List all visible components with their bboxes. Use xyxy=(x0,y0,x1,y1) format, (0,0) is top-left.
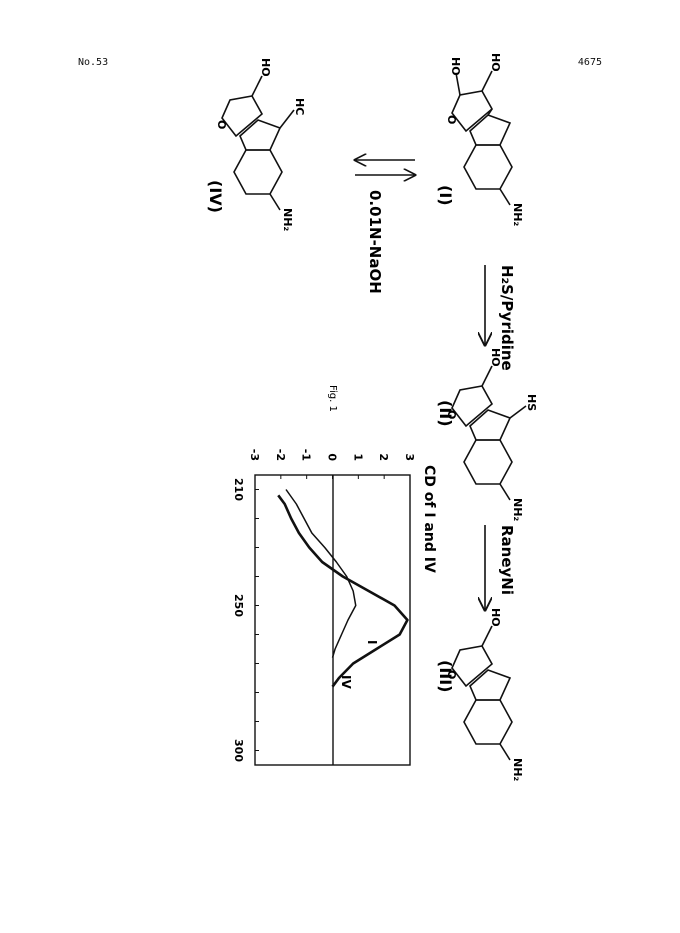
series-label-I: I xyxy=(365,640,379,644)
y-tick-label: 0 xyxy=(326,453,339,461)
svg-text:HS: HS xyxy=(525,394,538,411)
page-number: 4675 xyxy=(577,57,602,68)
chart-title: CD of I and IV xyxy=(421,465,437,573)
y-tick-label: -1 xyxy=(300,449,313,461)
y-tick-label: 1 xyxy=(351,453,364,461)
x-tick-label: 250 xyxy=(232,594,245,617)
svg-text:HO: HO xyxy=(489,608,502,627)
compound-label-III: (III) xyxy=(436,660,455,692)
compound-III-structure: NH₂ HO O xyxy=(445,608,524,781)
svg-text:NH₂: NH₂ xyxy=(281,208,294,231)
series-label-IV: IV xyxy=(339,675,353,689)
reagent-h2s-pyridine: H₂S/Pyridine xyxy=(498,265,516,371)
compound-label-IV: (IV) xyxy=(206,180,225,213)
reagent-naoh: 0.01N-NaOH xyxy=(366,190,384,294)
figure-caption: Fig. 1 xyxy=(327,385,338,412)
compound-II-structure: NH₂ HS HO O xyxy=(445,348,538,521)
series-line-I xyxy=(285,489,357,658)
x-tick-label: 300 xyxy=(232,739,245,762)
nh2-atom: NH₂ xyxy=(511,203,524,226)
x-tick-label: 210 xyxy=(232,478,245,501)
svg-text:O: O xyxy=(445,410,458,419)
svg-text:HO: HO xyxy=(489,53,502,72)
compound-label-I: (I) xyxy=(436,185,455,206)
svg-text:NH₂: NH₂ xyxy=(511,758,524,781)
svg-text:O: O xyxy=(445,670,458,679)
compound-IV-structure: NH₂ HC O HO xyxy=(215,58,306,231)
svg-text:HO: HO xyxy=(449,57,462,76)
compound-I-structure: NH₂ HO HO O xyxy=(445,53,524,226)
svg-text:HO: HO xyxy=(489,348,502,367)
svg-text:NH₂: NH₂ xyxy=(511,498,524,521)
journal-issue: No.53 xyxy=(78,57,109,68)
reagent-raneyni: RaneyNi xyxy=(498,525,516,595)
y-tick-label: -2 xyxy=(274,449,287,461)
svg-text:O: O xyxy=(445,115,458,124)
cd-chart: CD of I and IV -3 -2 -1 0 1 2 3 210 250 300 I IV xyxy=(232,449,437,766)
svg-text:HC: HC xyxy=(293,98,306,115)
y-tick-label: 3 xyxy=(403,453,416,461)
y-tick-label: 2 xyxy=(377,453,390,461)
series-line-IV xyxy=(277,494,409,688)
svg-text:HO: HO xyxy=(259,58,272,77)
compound-label-II: (II) xyxy=(436,400,455,427)
svg-text:O: O xyxy=(215,120,228,129)
y-tick-label: -3 xyxy=(248,449,261,461)
